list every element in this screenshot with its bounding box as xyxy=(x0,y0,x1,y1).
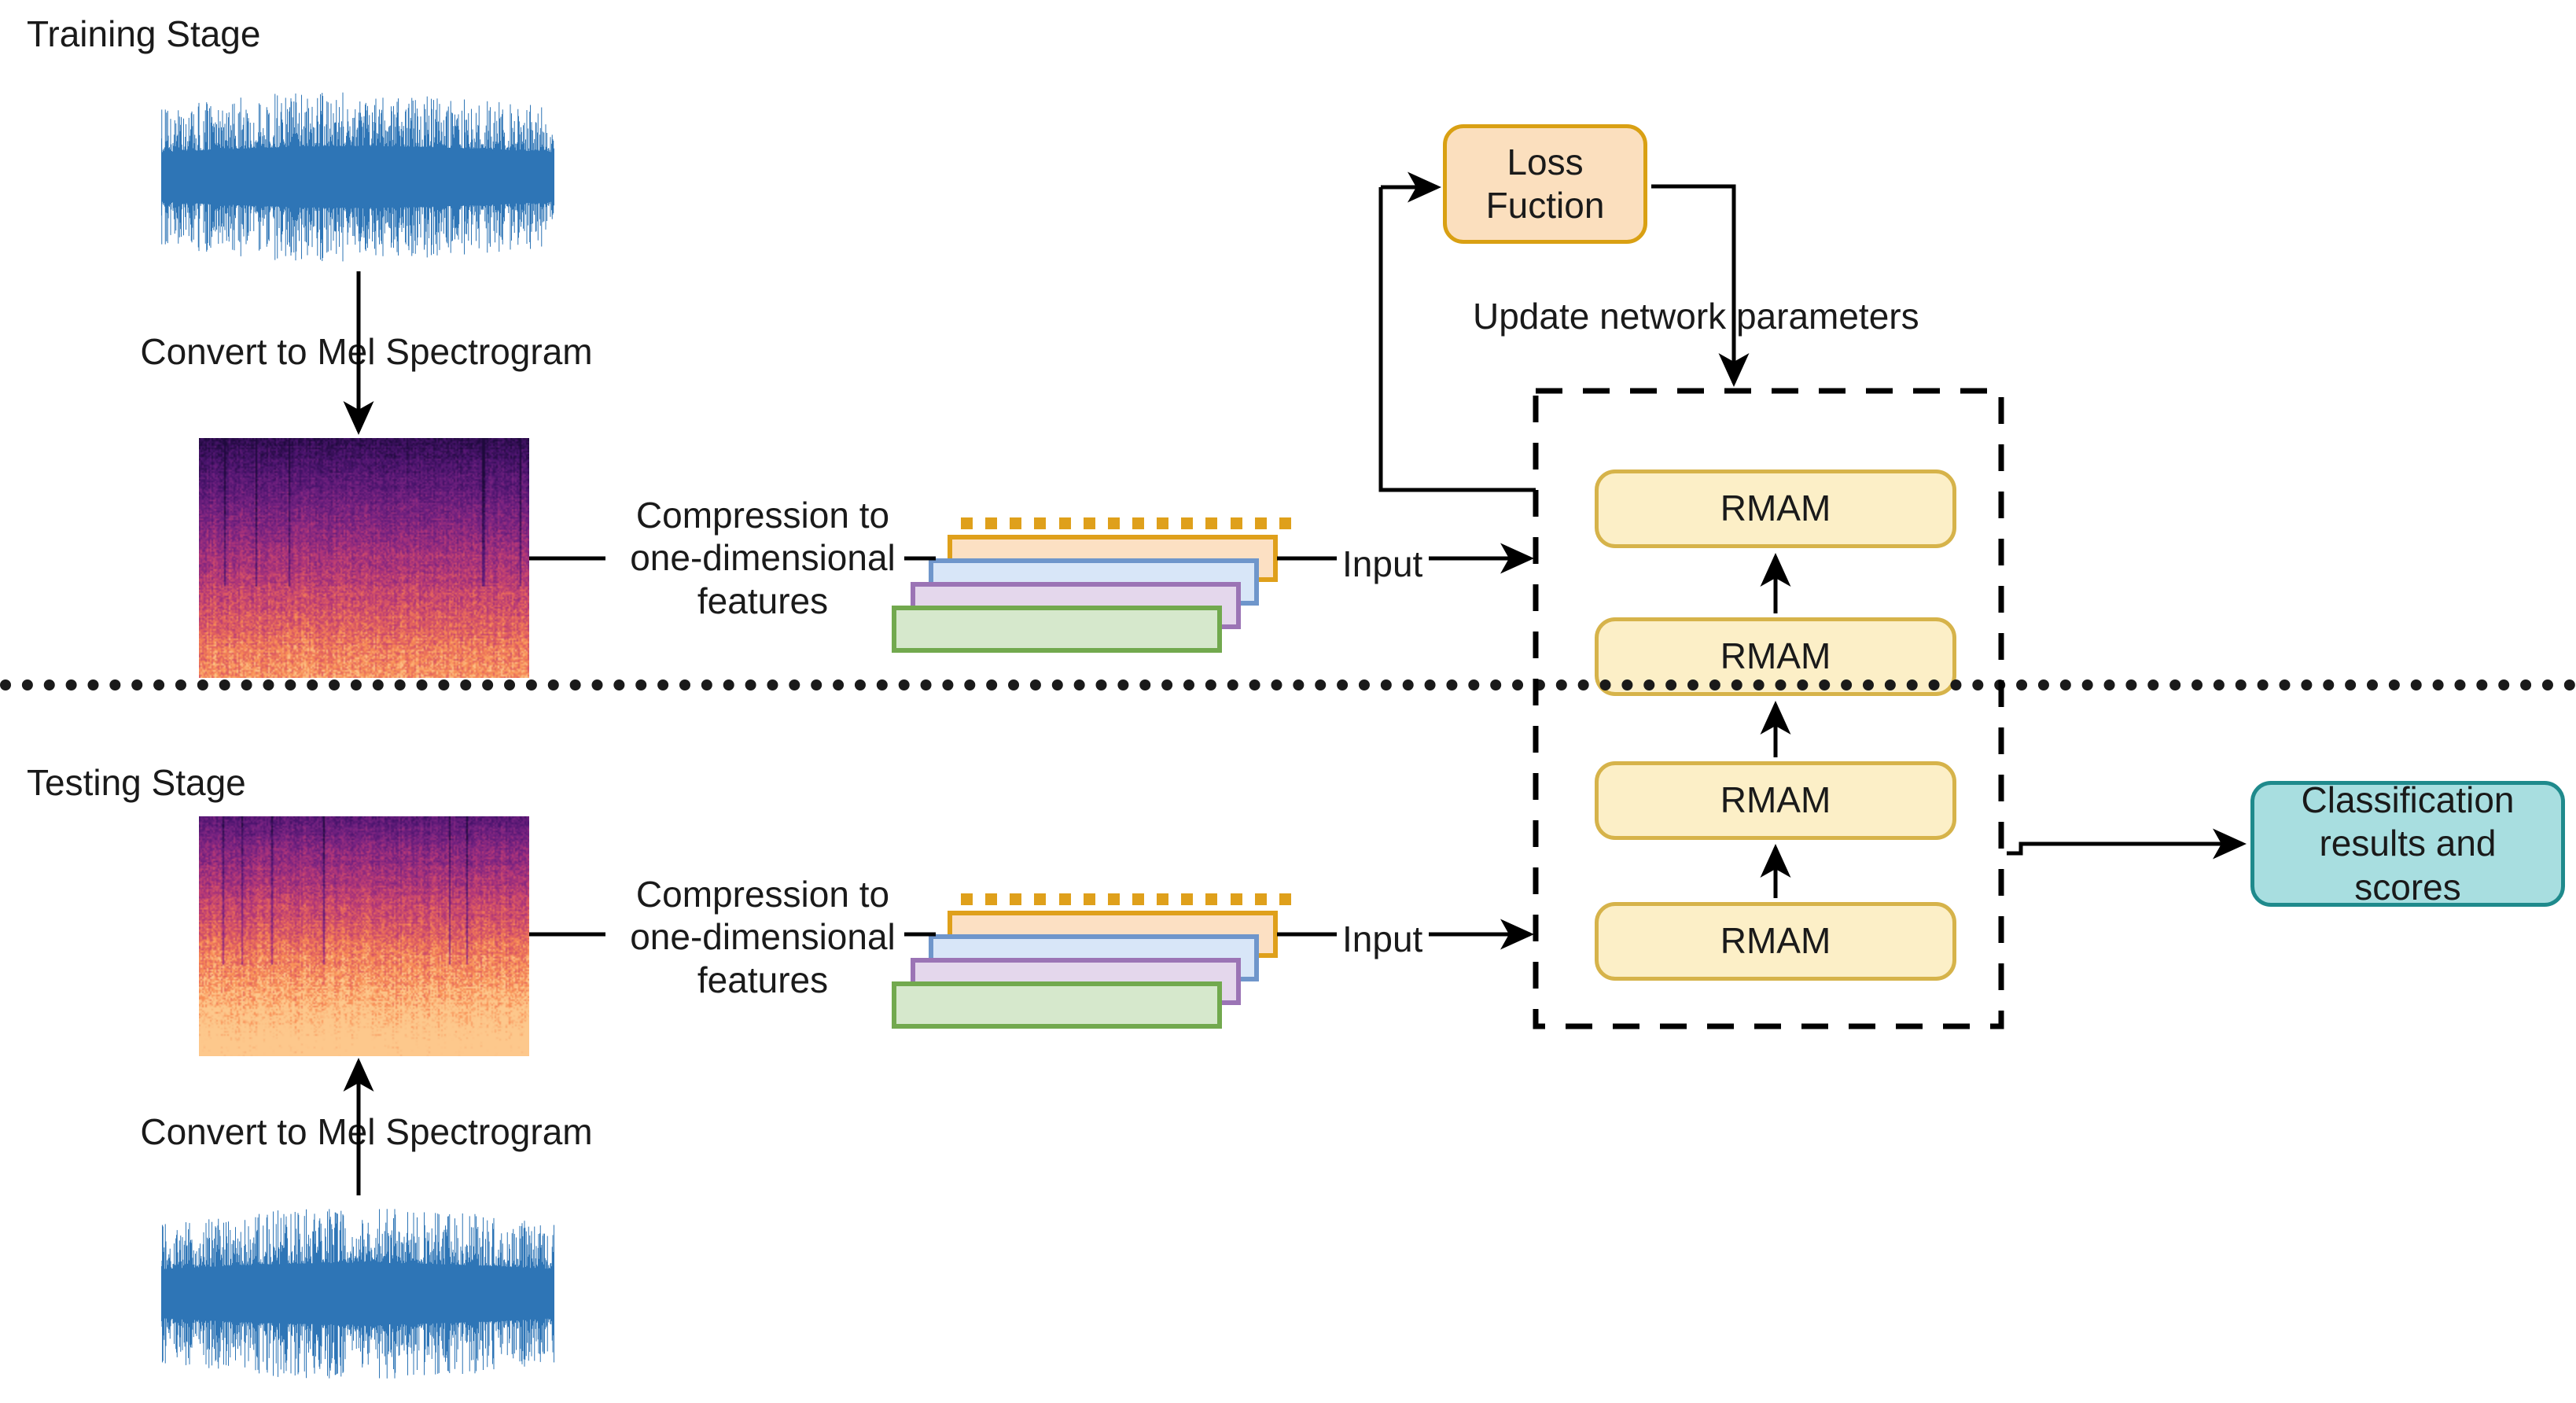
loss-function-box[interactable]: Loss Fuction xyxy=(1443,124,1647,244)
rmam-block-2[interactable]: RMAM xyxy=(1595,761,1956,840)
update-network-parameters-label: Update network parameters xyxy=(1473,296,1919,337)
mel-spectrogram-icon-testing xyxy=(199,816,529,1056)
rmam-block-4-label: RMAM xyxy=(1720,488,1831,529)
classification-results-box[interactable]: Classification results and scores xyxy=(2250,779,2565,908)
arrow-loss-to-network-update xyxy=(1651,184,1750,388)
rmam-block-1-label: RMAM xyxy=(1720,920,1831,962)
audio-waveform-icon-testing xyxy=(161,1209,554,1379)
rmam-block-4[interactable]: RMAM xyxy=(1595,470,1956,548)
rmam-block-3-label: RMAM xyxy=(1720,635,1831,677)
input-label-testing: Input xyxy=(1342,919,1423,959)
compression-label-training: Compression to one-dimensional features xyxy=(630,495,896,621)
audio-waveform-icon-training xyxy=(161,92,554,262)
feature-bar-green-testing xyxy=(892,981,1222,1029)
testing-stage-title: Testing Stage xyxy=(27,762,246,803)
convert-to-mel-label-training: Convert to Mel Spectrogram xyxy=(140,331,593,372)
training-stage-title: Training Stage xyxy=(27,13,261,54)
loss-function-label: Loss Fuction xyxy=(1485,141,1605,226)
compression-label-testing: Compression to one-dimensional features xyxy=(630,874,896,1000)
input-label-training: Input xyxy=(1342,543,1423,584)
rmam-block-1[interactable]: RMAM xyxy=(1595,902,1956,981)
rmam-block-2-label: RMAM xyxy=(1720,779,1831,821)
convert-to-mel-label-testing: Convert to Mel Spectrogram xyxy=(140,1111,593,1152)
feature-stack-dots-testing xyxy=(961,893,1291,906)
stage-separator xyxy=(0,679,2576,690)
feature-bar-green-training xyxy=(892,606,1222,653)
feature-stack-dots-training xyxy=(961,517,1291,530)
arrow-network-to-classification xyxy=(2007,828,2247,860)
classification-results-label: Classification results and scores xyxy=(2301,779,2515,908)
mel-spectrogram-icon-training xyxy=(199,438,529,678)
